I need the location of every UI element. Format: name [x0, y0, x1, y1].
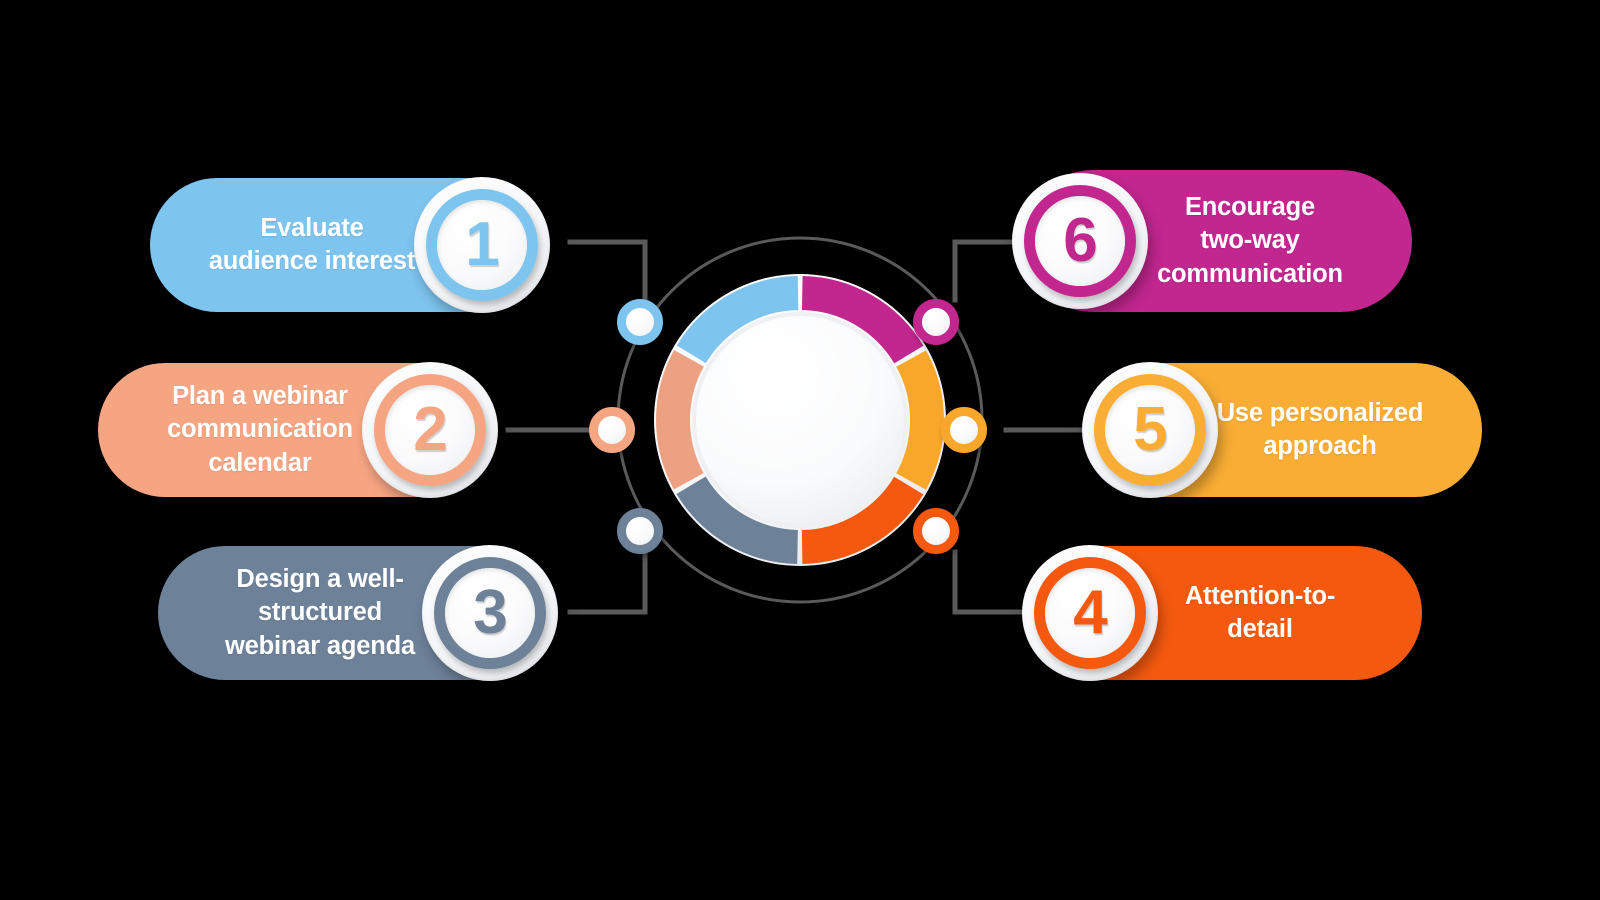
- step-badge-6: 6: [1012, 173, 1148, 309]
- step-card-6[interactable]: 6 Encourage two-way communication: [1012, 170, 1412, 312]
- step-badge-inner-3: 3: [445, 568, 535, 658]
- donut-segment-group: [656, 276, 944, 564]
- step-label-4: Attention-to- detail: [1184, 581, 1336, 643]
- orbit-dot-step-3[interactable]: [617, 508, 663, 554]
- step-number-5: 5: [1133, 395, 1167, 464]
- donut-segment-step-5: [656, 276, 944, 564]
- donut-segment-step-2: [656, 276, 944, 564]
- orbit-dot-step-6[interactable]: [913, 299, 959, 345]
- step-number-3: 3: [473, 578, 507, 647]
- step-badge-3: 3: [422, 545, 558, 681]
- orbit-dot-step-4[interactable]: [913, 508, 959, 554]
- orbit-dot-step-1[interactable]: [617, 299, 663, 345]
- step-badge-ring-6: [1024, 185, 1136, 297]
- step-card-2[interactable]: Plan a webinar communication calendar 2: [98, 362, 498, 498]
- step-badge-ring-3: [434, 557, 546, 669]
- step-badge-5: 5: [1082, 362, 1218, 498]
- step-label-6: Encourage two-way communication: [1157, 193, 1343, 288]
- step-number-1: 1: [465, 210, 499, 279]
- step-label-2: Plan a webinar communication calendar: [167, 382, 353, 477]
- step-label-1: Evaluate audience interest: [208, 213, 416, 275]
- step-badge-2: 2: [362, 362, 498, 498]
- step-badge-ring-4: [1034, 557, 1146, 669]
- connector-step-4: [952, 549, 1033, 615]
- orbit-dot-step-2[interactable]: [589, 407, 635, 453]
- step-badge-ring-5: [1094, 374, 1206, 486]
- step-badge-inner-5: 5: [1105, 385, 1195, 475]
- connector-step-3: [567, 549, 648, 615]
- step-badge-1: 1: [414, 177, 550, 313]
- step-number-2: 2: [413, 395, 447, 464]
- step-badge-4: 4: [1022, 545, 1158, 681]
- step-badge-inner-2: 2: [385, 385, 475, 475]
- center-donut-chart: [652, 272, 948, 568]
- step-card-5[interactable]: 5 Use personalized approach: [1082, 362, 1482, 498]
- step-badge-ring-1: [426, 189, 538, 301]
- step-card-3[interactable]: Design a well- structured webinar agenda…: [158, 545, 558, 681]
- donut-hub-face: [696, 316, 904, 524]
- step-badge-inner-1: 1: [437, 200, 527, 290]
- step-label-3: Design a well- structured webinar agenda: [225, 565, 415, 660]
- orbit-dot-step-5[interactable]: [941, 407, 987, 453]
- step-badge-inner-6: 6: [1035, 196, 1125, 286]
- step-number-6: 6: [1063, 206, 1097, 275]
- step-card-4[interactable]: 4 Attention-to- detail: [1022, 545, 1422, 681]
- step-badge-ring-2: [374, 374, 486, 486]
- step-badge-inner-4: 4: [1045, 568, 1135, 658]
- step-number-4: 4: [1073, 578, 1107, 647]
- step-card-1[interactable]: Evaluate audience interest 1: [150, 177, 550, 313]
- step-label-5: Use personalized approach: [1216, 398, 1424, 460]
- connector-step-1: [567, 239, 648, 303]
